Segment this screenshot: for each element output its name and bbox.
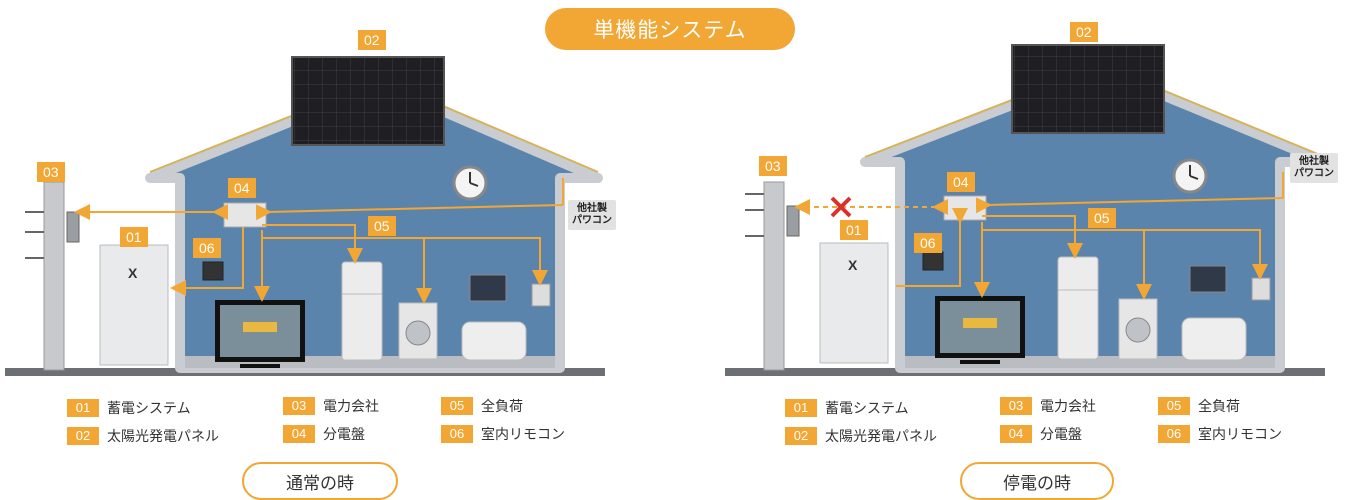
badge-06-remote: 06 [193, 238, 221, 258]
legend-num: 03 [1000, 397, 1032, 415]
legend-item: 03 電力会社 [283, 396, 379, 416]
meter [66, 211, 80, 243]
legend-item: 05 全負荷 [1158, 396, 1240, 416]
svg-text:X: X [848, 257, 858, 273]
pcs-box [531, 283, 551, 307]
legend-text: 分電盤 [1040, 427, 1082, 443]
external-pcs-label: 他社製 パワコン [1290, 153, 1338, 183]
badge-06-remote: 06 [914, 233, 942, 253]
legend-num: 06 [441, 425, 473, 443]
badge-05-loads: 05 [1088, 208, 1116, 228]
legend-text: 太陽光発電パネル [107, 429, 219, 445]
caption-normal: 通常の時 [242, 462, 398, 500]
legend-text: 分電盤 [323, 427, 365, 443]
badge-03-utility: 03 [37, 162, 65, 182]
legend-item: 02 太陽光発電パネル [785, 426, 937, 446]
legend-text: 全負荷 [1198, 399, 1240, 415]
legend-item: 02 太陽光発電パネル [67, 426, 219, 446]
badge-01-battery: 01 [840, 220, 868, 240]
battery-logo: X [128, 265, 138, 281]
badge-02-solar: 02 [1070, 22, 1098, 42]
legend-item: 04 分電盤 [1000, 424, 1082, 444]
legend-num: 05 [1158, 397, 1190, 415]
badge-05-loads: 05 [368, 216, 396, 236]
legend-text: 室内リモコン [481, 427, 565, 443]
legend-text: 蓄電システム [107, 401, 191, 417]
legend-num: 01 [785, 399, 817, 417]
legend-text: 全負荷 [481, 399, 523, 415]
legend-num: 04 [283, 425, 315, 443]
legend-num: 01 [67, 399, 99, 417]
legend-item: 01 蓄電システム [785, 398, 909, 418]
solar-panel [291, 56, 445, 146]
badge-01-battery: 01 [120, 227, 148, 247]
legend-num: 03 [283, 397, 315, 415]
badge-03-utility: 03 [759, 156, 787, 176]
fridge [341, 261, 383, 361]
distribution-board [223, 202, 267, 228]
external-pcs-line2: パワコン [572, 215, 612, 226]
external-pcs-label: 他社製 パワコン [568, 200, 616, 230]
legend-item: 06 室内リモコン [1158, 424, 1282, 444]
panel-outage: X [725, 44, 1330, 376]
legend-text: 電力会社 [1040, 399, 1096, 415]
system-title: 単機能システム [545, 8, 795, 50]
legend-text: 電力会社 [323, 399, 379, 415]
panel-normal: X [5, 56, 605, 376]
legend-item: 04 分電盤 [283, 424, 365, 444]
legend-num: 02 [67, 427, 99, 445]
legend-num: 02 [785, 427, 817, 445]
external-pcs-line2: パワコン [1294, 168, 1334, 179]
legend-item: 05 全負荷 [441, 396, 523, 416]
utility-pole [43, 181, 65, 371]
legend-text: 太陽光発電パネル [825, 429, 937, 445]
remote-control [202, 261, 224, 281]
caption-outage: 停電の時 [960, 462, 1114, 500]
badge-02-solar: 02 [358, 30, 386, 50]
legend-num: 04 [1000, 425, 1032, 443]
external-pcs-line1: 他社製 [1299, 156, 1329, 167]
badge-04-distribution: 04 [947, 172, 975, 192]
battery-unit [99, 244, 169, 366]
external-pcs-line1: 他社製 [577, 203, 607, 214]
legend-item: 03 電力会社 [1000, 396, 1096, 416]
cut-mark-icon [830, 196, 852, 218]
legend-text: 蓄電システム [825, 401, 909, 417]
legend-num: 05 [441, 397, 473, 415]
badge-04-distribution: 04 [228, 178, 256, 198]
wall-picture [469, 274, 507, 302]
legend-text: 室内リモコン [1198, 427, 1282, 443]
legend-item: 06 室内リモコン [441, 424, 565, 444]
legend-item: 01 蓄電システム [67, 398, 191, 418]
sofa [461, 321, 527, 361]
legend-num: 06 [1158, 425, 1190, 443]
